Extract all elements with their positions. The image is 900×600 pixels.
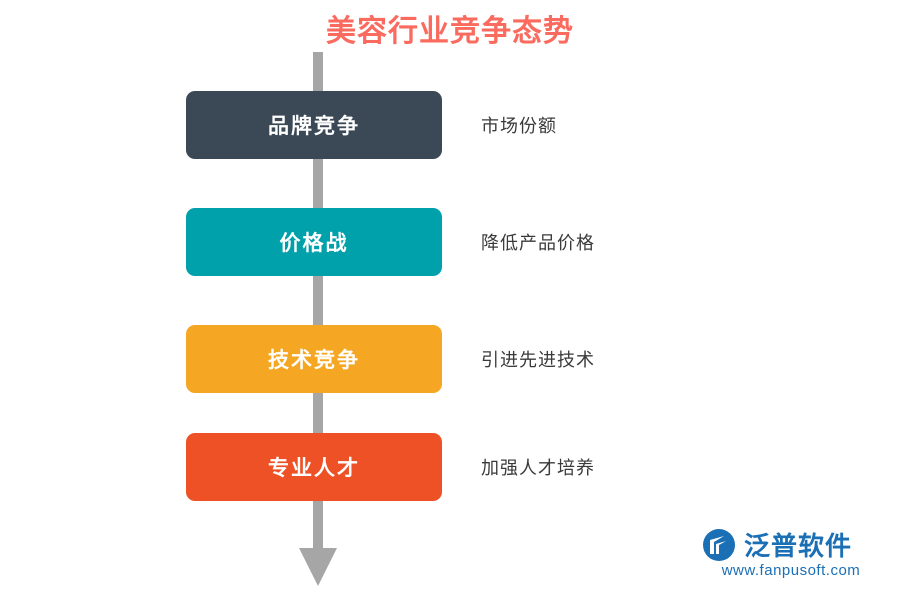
- step-box-2[interactable]: 价格战: [186, 208, 442, 276]
- step-label-3: 技术竞争: [268, 348, 360, 372]
- step-row-2: 价格战 降低产品价格: [0, 208, 900, 276]
- step-desc-3: 引进先进技术: [481, 350, 595, 371]
- step-box-4[interactable]: 专业人才: [186, 433, 442, 501]
- brand-url: www.fanpusoft.com: [721, 562, 861, 579]
- step-label-1: 品牌竞争: [268, 114, 360, 138]
- step-label-2: 价格战: [279, 231, 349, 255]
- step-box-3[interactable]: 技术竞争: [186, 325, 442, 393]
- flow-arrow-line: [313, 52, 323, 552]
- step-row-4: 专业人才 加强人才培养: [0, 433, 900, 501]
- flow-arrow-head: [299, 548, 337, 586]
- step-desc-4: 加强人才培养: [481, 458, 595, 479]
- step-desc-2: 降低产品价格: [481, 233, 595, 254]
- brand-name: 泛普软件: [744, 532, 853, 562]
- step-box-1[interactable]: 品牌竞争: [186, 91, 442, 159]
- page-title: 美容行业竞争态势: [326, 14, 574, 49]
- fanpu-logo-icon: [703, 529, 735, 561]
- step-label-4: 专业人才: [268, 456, 360, 480]
- step-row-3: 技术竞争 引进先进技术: [0, 325, 900, 393]
- brand-logo: 泛普软件 www.fanpusoft.com: [702, 526, 880, 584]
- step-row-1: 品牌竞争 市场份额: [0, 91, 900, 159]
- step-desc-1: 市场份额: [481, 116, 557, 137]
